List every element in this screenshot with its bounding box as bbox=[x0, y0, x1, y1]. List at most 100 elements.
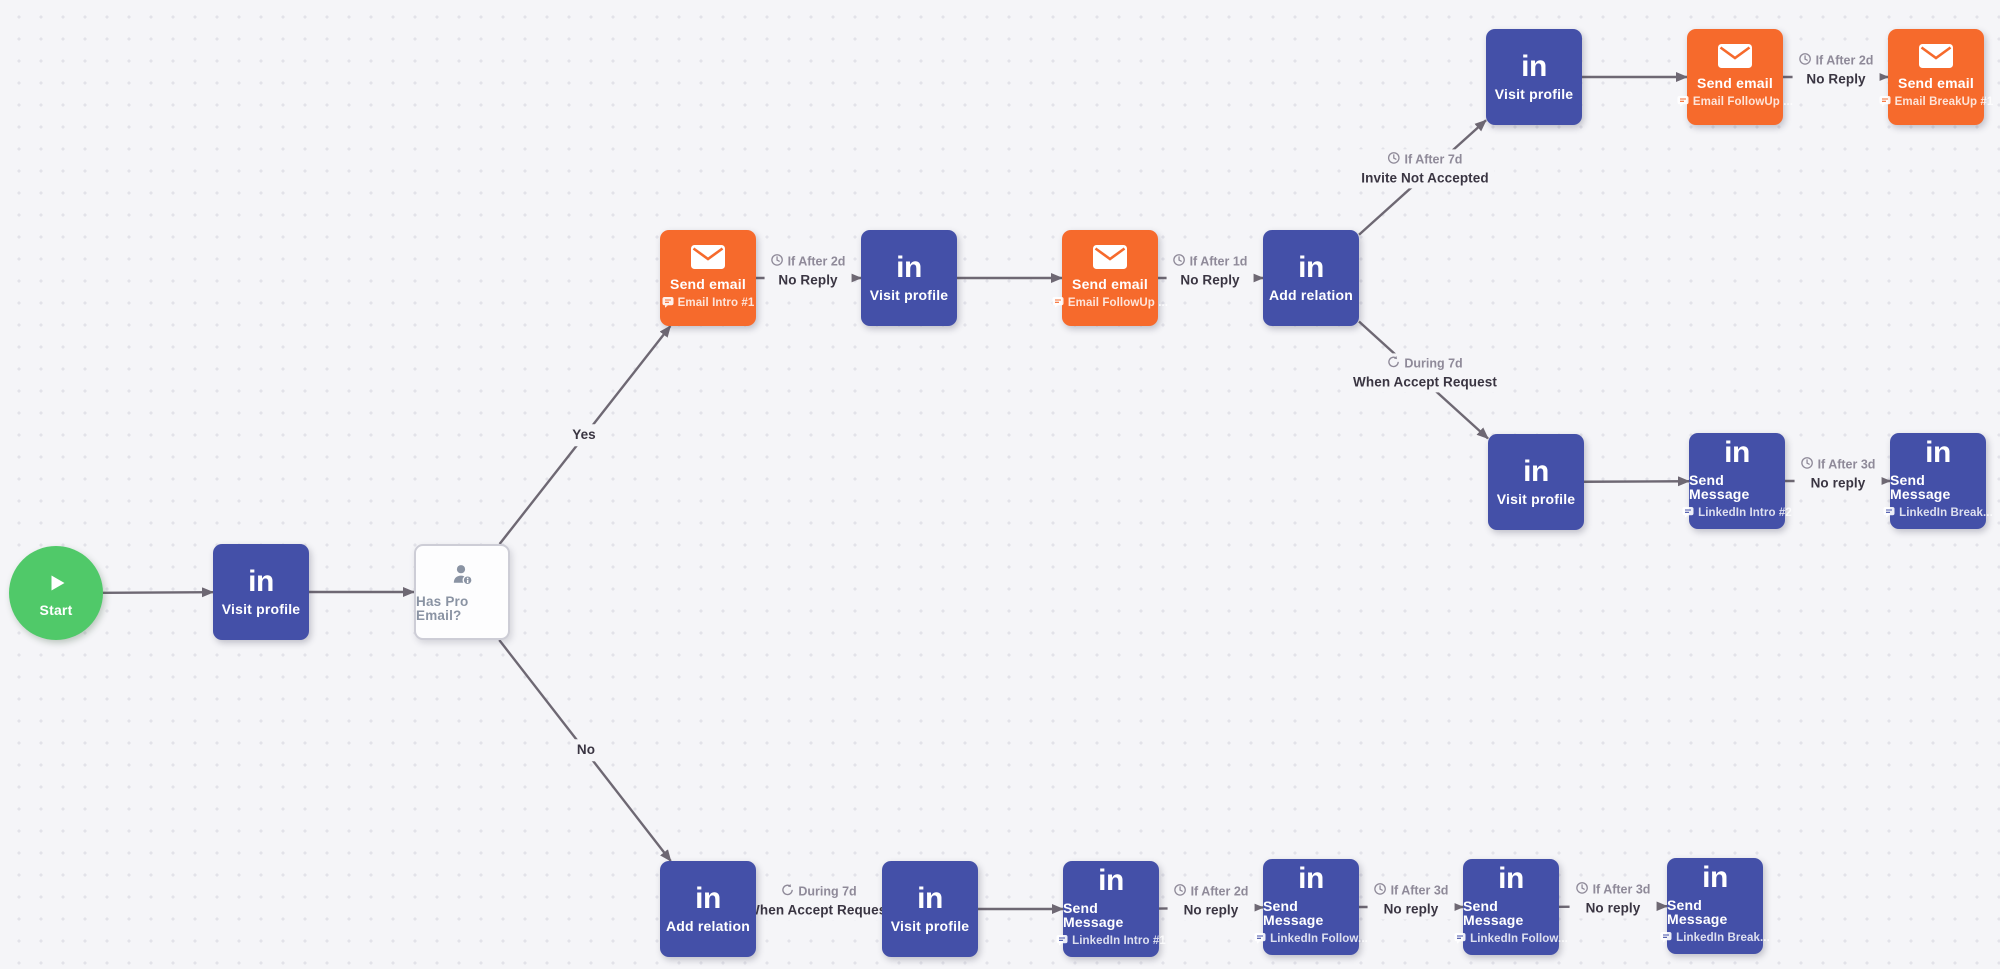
linkedin-icon: in bbox=[695, 881, 721, 915]
linkedin-icon: in bbox=[1521, 49, 1547, 83]
person-info-icon bbox=[449, 562, 475, 588]
edge-condition: If After 1d bbox=[1173, 253, 1247, 271]
edge-label: If After 3d No reply bbox=[1569, 879, 1657, 919]
linkedin-icon: in bbox=[1298, 862, 1324, 896]
node-label: Visit profile bbox=[890, 917, 970, 934]
message-template-icon bbox=[1454, 932, 1466, 948]
node-msg2[interactable]: in Send Message LinkedIn Break... bbox=[1883, 433, 1993, 529]
edge-condition: If After 7d bbox=[1361, 151, 1488, 169]
clock-icon bbox=[1799, 52, 1812, 70]
edge-label: During 7d When Accept Request bbox=[1347, 353, 1503, 393]
message-template-icon bbox=[1682, 506, 1694, 522]
linkedin-icon: in bbox=[917, 881, 943, 915]
node-visit2[interactable]: in Visit profile bbox=[861, 230, 957, 326]
edge-action: No Reply bbox=[778, 272, 838, 288]
message-template-icon bbox=[1879, 95, 1891, 111]
node-sublabel: LinkedIn Intro #1 bbox=[1056, 934, 1166, 950]
linkedin-icon: in bbox=[1498, 862, 1524, 896]
node-label: Visit profile bbox=[1496, 490, 1576, 507]
node-msg3[interactable]: in Send Message LinkedIn Intro #1 bbox=[1056, 861, 1166, 957]
node-email2[interactable]: Send email Email FollowUp ... bbox=[1052, 230, 1168, 326]
envelope-icon bbox=[1919, 43, 1953, 69]
edge-action: When Accept Request bbox=[1353, 374, 1497, 390]
node-label: Send Message bbox=[1890, 472, 1951, 503]
edge-action: No reply bbox=[1183, 902, 1239, 918]
node-msg6[interactable]: in Send Message LinkedIn Break... bbox=[1660, 858, 1770, 954]
edge-label: If After 2d No reply bbox=[1167, 881, 1255, 921]
edge-label: If After 3d No reply bbox=[1794, 454, 1882, 494]
clock-icon bbox=[771, 253, 784, 271]
node-email3[interactable]: Send email Email FollowUp ... bbox=[1677, 29, 1793, 125]
clock-icon bbox=[1388, 151, 1401, 169]
edge-label: If After 2d No Reply bbox=[1792, 50, 1880, 90]
edge-condition: If After 2d bbox=[1799, 52, 1873, 70]
linkedin-icon: in bbox=[248, 564, 274, 598]
message-template-icon bbox=[1052, 296, 1064, 312]
node-addrel2[interactable]: in Add relation bbox=[660, 861, 756, 957]
edges bbox=[102, 72, 1891, 914]
message-template-icon bbox=[662, 296, 674, 312]
node-label: Send email bbox=[1697, 75, 1773, 92]
node-label: Visit profile bbox=[1494, 85, 1574, 102]
node-label: Send Message bbox=[1063, 900, 1124, 931]
message-template-icon bbox=[1883, 506, 1895, 522]
edge-action: No reply bbox=[1810, 475, 1866, 491]
edge-action: No reply bbox=[1383, 901, 1439, 917]
node-sublabel: Email Intro #1 bbox=[662, 296, 755, 312]
edge-condition: During 7d bbox=[1353, 355, 1497, 373]
branch-label: Yes bbox=[566, 424, 602, 446]
linkedin-icon: in bbox=[1098, 864, 1124, 898]
node-label: Has Pro Email? bbox=[416, 594, 469, 623]
node-msg5[interactable]: in Send Message LinkedIn Follow... bbox=[1454, 859, 1568, 955]
envelope-icon bbox=[1093, 244, 1127, 270]
node-label: Add relation bbox=[1268, 286, 1354, 303]
edge-action: No Reply bbox=[1806, 71, 1866, 87]
node-label: Send Message bbox=[1263, 898, 1324, 929]
clock-icon bbox=[1173, 253, 1186, 271]
node-haspro[interactable]: Has Pro Email? bbox=[414, 544, 510, 640]
node-sublabel: Email FollowUp ... bbox=[1052, 296, 1168, 312]
node-sublabel: LinkedIn Follow... bbox=[1454, 932, 1568, 948]
node-visit3[interactable]: in Visit profile bbox=[1486, 29, 1582, 125]
message-template-icon bbox=[1677, 95, 1689, 111]
node-email1[interactable]: Send email Email Intro #1 bbox=[660, 230, 756, 326]
node-visit5[interactable]: in Visit profile bbox=[882, 861, 978, 957]
edge-condition: During 7d bbox=[747, 883, 891, 901]
node-label: Visit profile bbox=[869, 286, 949, 303]
node-label: Send Message bbox=[1463, 898, 1524, 929]
edge-condition: If After 2d bbox=[771, 253, 845, 271]
node-msg1[interactable]: in Send Message LinkedIn Intro #2 bbox=[1682, 433, 1792, 529]
node-email4[interactable]: Send email Email BreakUp #1 bbox=[1879, 29, 1993, 125]
branch-label: No bbox=[570, 739, 602, 761]
envelope-icon bbox=[691, 244, 725, 270]
edge-label: If After 2d No Reply bbox=[764, 251, 852, 291]
edge-action: No reply bbox=[1585, 900, 1641, 916]
clock-icon bbox=[1374, 882, 1387, 900]
edge-condition: If After 3d bbox=[1576, 881, 1650, 899]
sync-icon bbox=[1387, 355, 1400, 373]
envelope-icon bbox=[1718, 43, 1752, 69]
edge-condition: If After 2d bbox=[1174, 883, 1248, 901]
node-addrel1[interactable]: in Add relation bbox=[1263, 230, 1359, 326]
node-label: Send email bbox=[1898, 75, 1974, 92]
linkedin-icon: in bbox=[1702, 861, 1728, 895]
node-sublabel: LinkedIn Break... bbox=[1660, 931, 1770, 947]
edge-condition: If After 3d bbox=[1801, 456, 1875, 474]
node-visit1[interactable]: in Visit profile bbox=[213, 544, 309, 640]
node-start[interactable]: Start bbox=[9, 546, 103, 640]
play-icon bbox=[45, 570, 67, 596]
node-label: Send email bbox=[670, 276, 746, 293]
edge-action: No bbox=[576, 742, 596, 758]
clock-icon bbox=[1801, 456, 1814, 474]
linkedin-icon: in bbox=[1724, 436, 1750, 470]
edge-label: If After 1d No Reply bbox=[1166, 251, 1254, 291]
node-label: Start bbox=[39, 601, 73, 618]
node-visit4[interactable]: in Visit profile bbox=[1488, 434, 1584, 530]
edge-label: During 7d When Accept Request bbox=[741, 881, 897, 921]
node-msg4[interactable]: in Send Message LinkedIn Follow... bbox=[1254, 859, 1368, 955]
sync-icon bbox=[781, 883, 794, 901]
linkedin-icon: in bbox=[1298, 250, 1324, 284]
node-sublabel: LinkedIn Follow... bbox=[1254, 932, 1368, 948]
clock-icon bbox=[1576, 881, 1589, 899]
